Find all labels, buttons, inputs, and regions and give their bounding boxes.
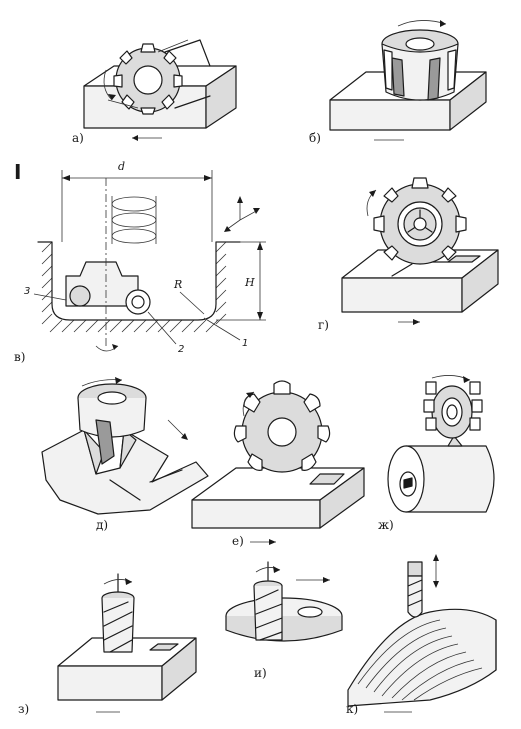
section-marker: I — [14, 160, 22, 184]
panel-e-drawing — [191, 380, 365, 545]
panel-label-b: б) — [309, 131, 321, 145]
panel-z-drawing — [57, 573, 197, 713]
panel-b-drawing — [329, 20, 487, 141]
callout-1: 1 — [242, 338, 249, 349]
radius-r-label: R — [174, 278, 183, 291]
callout-2: 2 — [178, 344, 185, 355]
panel-label-d: д) — [96, 518, 109, 532]
panel-label-zh: ж) — [378, 518, 394, 532]
panel-label-e: е) — [232, 534, 244, 548]
panel-d-drawing — [41, 377, 209, 515]
panel-label-i: и) — [254, 666, 267, 680]
panel-a-drawing — [83, 39, 237, 141]
dimension-h-label: H — [245, 276, 255, 289]
panel-label-g: г) — [318, 318, 329, 332]
panel-k-drawing — [347, 554, 497, 713]
panel-label-z: з) — [18, 702, 30, 716]
panel-label-k: к) — [346, 702, 359, 716]
callout-3: 3 — [24, 286, 31, 297]
panel-g-drawing — [341, 177, 499, 325]
panel-v-drawing — [33, 170, 266, 352]
panel-zh-drawing — [387, 375, 495, 513]
panel-i-drawing — [225, 561, 343, 642]
dimension-d-label: d — [118, 160, 126, 173]
panel-label-a: а) — [72, 131, 84, 145]
panel-label-v: в) — [14, 350, 26, 364]
